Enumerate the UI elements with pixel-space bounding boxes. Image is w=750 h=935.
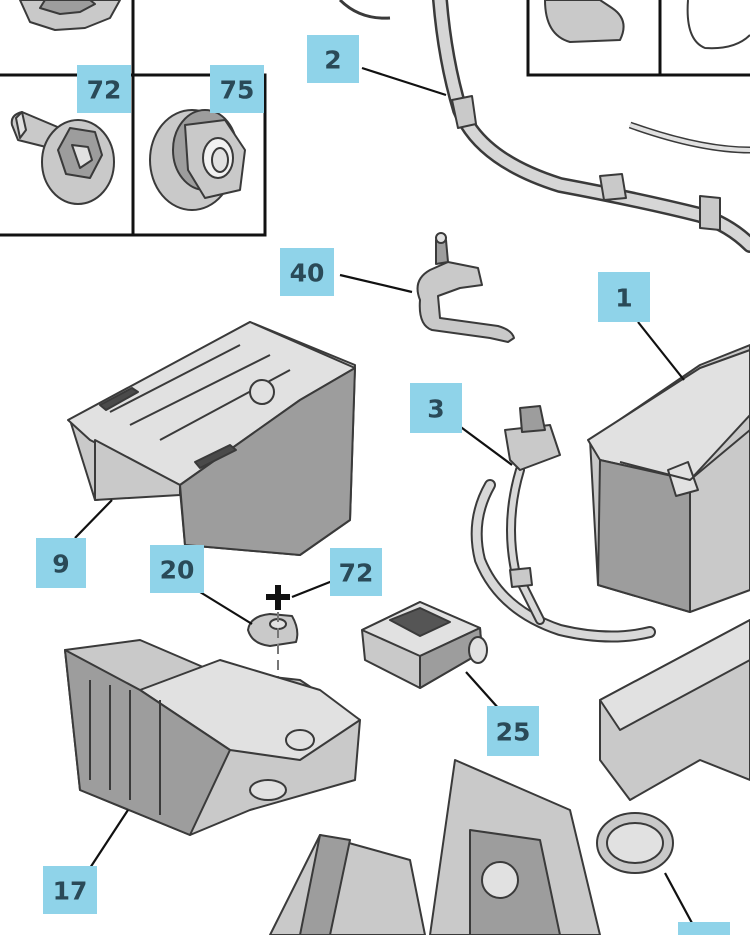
callout-label: 1 [615,284,632,313]
callout-25: 25 [487,706,539,756]
callout-label: 25 [496,718,531,747]
plus-icon [266,585,290,610]
callout-label: 17 [53,877,88,906]
pad-20 [247,613,299,647]
screw-72-illustration [10,111,115,205]
leader-lines [74,66,693,924]
callout-75: 75 [210,65,264,113]
callout-9: 9 [36,538,86,588]
grommet-oval [596,812,674,874]
callout-label: 20 [160,556,195,585]
callout-label: 3 [427,395,444,424]
cable-lead-3 [470,405,656,643]
top-right-inset-panel [526,0,750,77]
callout-label: 75 [220,76,255,105]
battery-base-17 [64,639,361,836]
callout-label: 9 [52,550,69,579]
callout-label: 72 [87,76,122,105]
callout-40: 40 [280,248,334,296]
callout-label: 72 [339,559,374,588]
callout-label: 2 [324,46,341,75]
callout-20: 20 [150,545,204,593]
cable-harness-2 [338,0,750,253]
callout-3: 3 [410,383,462,433]
bottom-left-duct [269,834,426,935]
nut-75-illustration [149,109,246,211]
callout-72-middle: 72 [330,548,382,596]
part-top-left-fragment [19,0,121,31]
callout-1: 1 [598,272,650,322]
bracket-40 [416,232,515,343]
bottom-center-housing [429,759,601,935]
callout-2: 2 [307,35,359,83]
insulation-cover [599,619,750,801]
control-module-25 [361,601,488,689]
callout-label: 40 [290,259,325,288]
callout-partial-bottom-right [678,922,730,935]
callout-72-top: 72 [77,65,131,113]
battery-1 [587,344,750,613]
callout-17: 17 [43,866,97,914]
battery-tray-9 [67,321,356,556]
fastener-inset-panel [0,0,267,237]
